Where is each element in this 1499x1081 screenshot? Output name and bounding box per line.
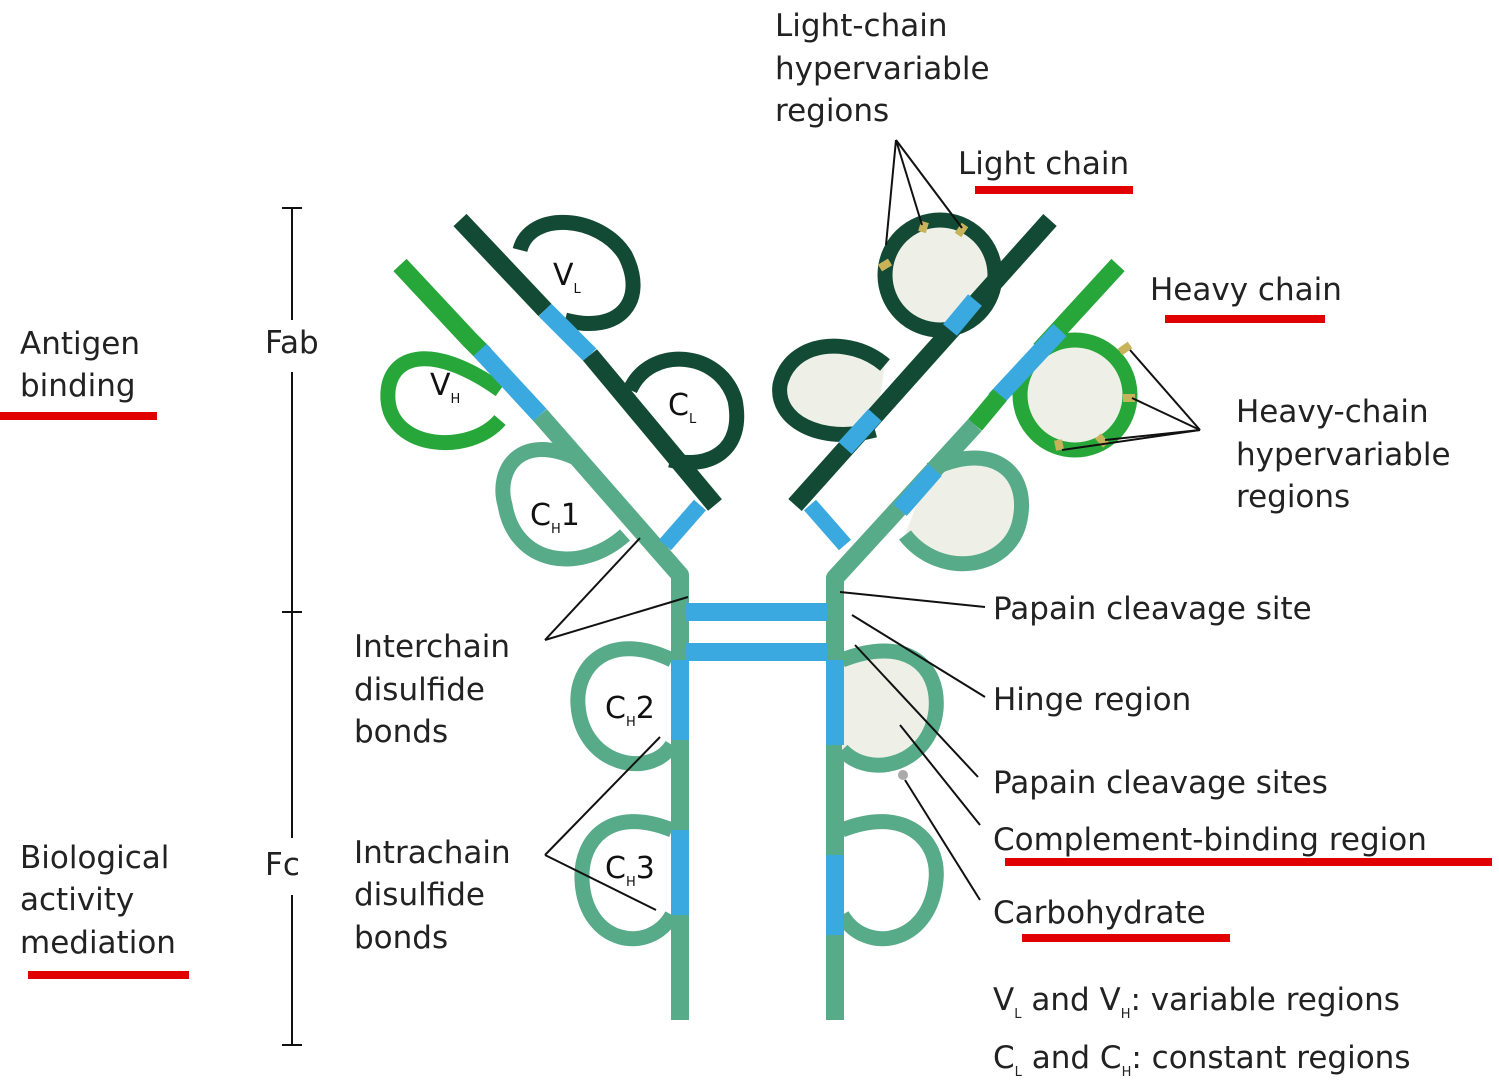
right-interchain-bond [810,505,845,545]
vh-label: VH [430,368,460,407]
legend-variable-regions: VL and VH: variable regions [993,982,1400,1022]
heavy-hypervariable-mark-1 [1120,345,1130,352]
ch2-label: CH2 [605,691,655,730]
papain-cleavage-sites-label: Papain cleavage sites [993,765,1328,801]
left-interchain-bond [665,505,700,545]
right-fc-boundary-2 [826,855,844,935]
complement-binding-label: Complement-binding region [993,822,1427,858]
hinge-region-label: Hinge region [993,682,1191,718]
left-heavy-chain-variable [400,265,485,355]
light-chain-hypervariable-label: Light-chain hypervariable regions [775,8,999,129]
light-chain-label: Light chain [958,146,1129,182]
interchain-bonds-label: Interchain disulfide bonds [354,629,520,750]
light-hypervariable-mark-1 [880,262,890,268]
fc-label: Fc [265,847,300,883]
intrachain-bonds-label: Intrachain disulfide bonds [354,835,521,956]
ch3-label: CH3 [605,851,655,890]
right-vl-domain [885,220,995,330]
biological-activity-label: Biological activity mediation [20,840,179,961]
ch1-label: CH1 [530,498,580,537]
cl-label: CL [668,388,697,427]
papain-cleavage-site-label: Papain cleavage site [993,591,1312,627]
carbohydrate-label: Carbohydrate [993,895,1206,931]
legend-constant-regions: CL and CH: constant regions [993,1040,1410,1080]
heavy-hypervariable-mark-4 [1058,440,1060,450]
hinge-disulfide-bond-2 [686,643,828,661]
vl-label: VL [553,258,582,297]
right-heavy-chain-variable-2 [975,395,1000,425]
right-ch3-domain [842,822,936,939]
left-fc-boundary-2 [671,830,689,915]
right-ch2-domain [842,651,936,765]
right-fc-boundary-1 [826,660,844,745]
carbohydrate-dot [898,770,908,780]
hinge-disulfide-bond-1 [686,603,828,621]
fab-label: Fab [265,325,319,361]
antigen-binding-label: Antigen binding [20,326,150,404]
heavy-chain-hypervariable-label: Heavy-chain hypervariable regions [1236,394,1460,515]
heavy-chain-label: Heavy chain [1150,272,1342,308]
left-fc-boundary-1 [671,660,689,740]
